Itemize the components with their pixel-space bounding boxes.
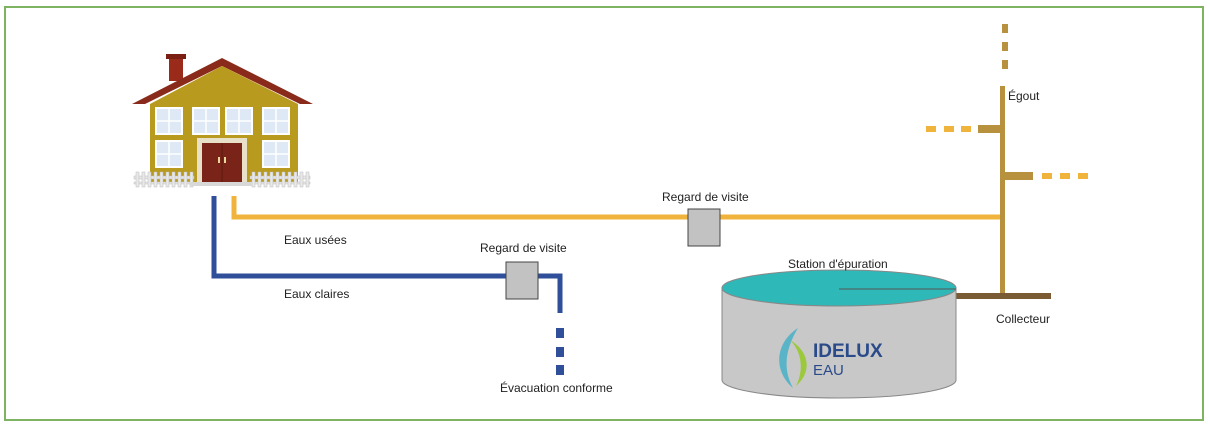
label-eaux-claires: Eaux claires: [284, 287, 349, 301]
eaux-claires-dashes: [556, 328, 564, 375]
label-regard-bottom: Regard de visite: [480, 241, 567, 255]
idelux-logo: IDELUX EAU: [779, 328, 883, 388]
collecteur-pipe: [955, 293, 1051, 299]
logo-sub: EAU: [813, 362, 844, 379]
logo-name: IDELUX: [813, 341, 883, 362]
diagram-frame: [4, 6, 1204, 421]
egout-pipe: [978, 24, 1033, 296]
label-egout: Égout: [1008, 88, 1040, 103]
branch-dashes-right: [1042, 173, 1088, 179]
eaux-usees-pipe: [231, 196, 1002, 220]
label-collecteur: Collecteur: [996, 312, 1050, 326]
label-evacuation: Évacuation conforme: [500, 380, 613, 395]
label-eaux-usees: Eaux usées: [284, 233, 347, 247]
branch-dashes-left: [926, 126, 971, 132]
regard-de-visite-bottom: [505, 261, 539, 300]
house-icon: [132, 54, 313, 188]
regard-de-visite-top: [687, 208, 721, 247]
station-tank: [721, 269, 957, 399]
label-station: Station d'épuration: [788, 257, 888, 271]
eaux-claires-pipe: [211, 196, 563, 313]
label-regard-top: Regard de visite: [662, 190, 749, 204]
